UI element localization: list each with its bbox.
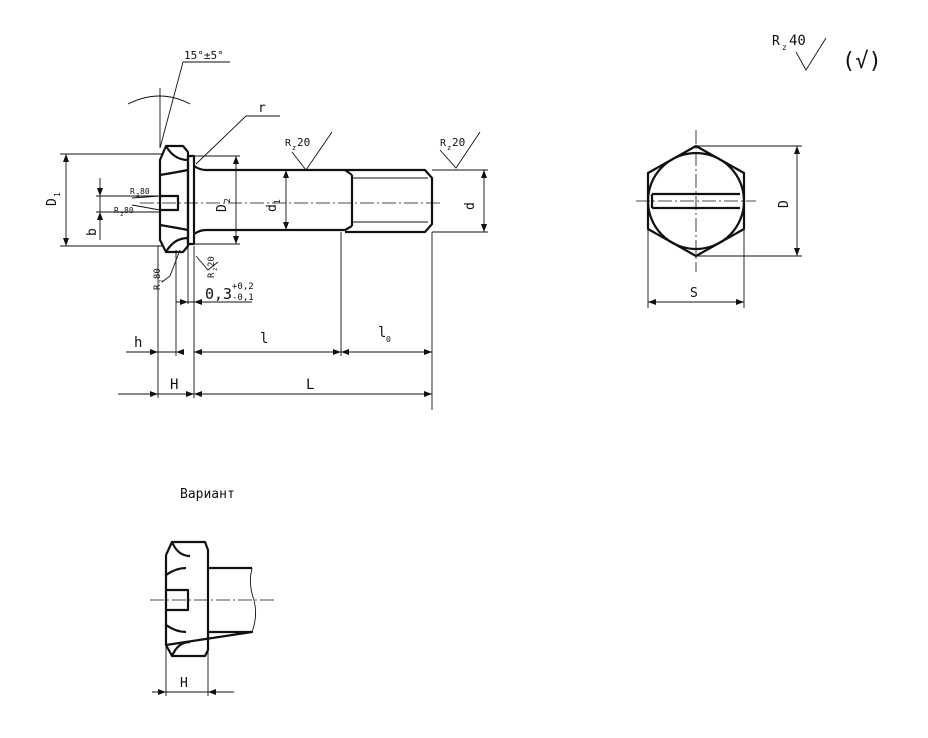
dim-d1: d 1 — [265, 170, 289, 230]
d1-sub: 1 — [273, 199, 282, 204]
shank-bottom — [193, 225, 353, 235]
D1-sub: 1 — [53, 192, 62, 197]
d1-label: d — [265, 204, 280, 212]
rz20-shank: R z 20 — [285, 131, 333, 171]
tol-plus: +0,2 — [232, 282, 254, 292]
rz20-shank-r: R — [285, 138, 292, 149]
roughness-other: (√) — [842, 49, 882, 74]
roughness-main-check-icon — [795, 37, 827, 71]
rz80a-val: 80 — [140, 187, 150, 196]
r-label: r — [258, 101, 266, 116]
L-label: L — [306, 377, 314, 393]
rz80b-leader — [131, 204, 161, 211]
rz20-shank-sub: z — [292, 144, 296, 152]
dim-D1: D 1 — [45, 153, 162, 247]
head-arc-3 — [165, 145, 189, 162]
rz80b-r: R — [114, 206, 119, 215]
dim-H-L: H L — [118, 377, 432, 397]
l0-label: l — [378, 325, 386, 341]
roughness-symbol-main: R z 40 — [772, 33, 827, 71]
rz-bottom: R z 80 R z 20 — [153, 249, 219, 290]
D2-sub: 2 — [223, 198, 232, 203]
rz20-thread-sub: z — [447, 144, 451, 152]
variant-slot — [166, 588, 190, 612]
rz20-shank-val: 20 — [297, 136, 310, 149]
head-arc-2 — [159, 223, 189, 232]
angle-leader — [159, 61, 184, 149]
rz80c-check-icon — [161, 249, 181, 283]
roughness-main-sub: z — [782, 43, 787, 52]
rz80a-sub: z — [136, 192, 140, 199]
dim-l: l l 0 — [194, 325, 432, 355]
bolt-head — [158, 144, 190, 254]
variant-view: Вариант H — [150, 487, 276, 696]
rz20-thread-check-icon — [439, 131, 481, 169]
D1-label: D — [45, 198, 60, 206]
dim-b: b — [85, 178, 160, 240]
D2-label: D — [215, 204, 230, 212]
H-label: H — [170, 377, 178, 393]
r-leader — [195, 115, 247, 165]
thread-outline — [345, 168, 434, 234]
rz20-thread-r: R — [440, 138, 447, 149]
dim-h: h — [126, 335, 184, 355]
d-label: d — [463, 202, 478, 210]
D-label: D — [777, 200, 792, 208]
bolt-side-view — [140, 144, 440, 254]
rz20-thread-val: 20 — [452, 136, 465, 149]
roughness-main-r: R — [772, 34, 780, 49]
head-slot — [160, 194, 180, 212]
tol-base: 0,3 — [205, 285, 232, 303]
angle-annotation: 15°±5° — [127, 49, 230, 149]
h-label: h — [134, 335, 142, 351]
S-label: S — [690, 286, 698, 301]
rz20b-check-icon — [195, 255, 219, 271]
rz80a-r: R — [130, 187, 135, 196]
angle-label: 15°±5° — [184, 49, 224, 62]
head-arc-4 — [165, 236, 189, 253]
variant-title: Вариант — [180, 487, 235, 502]
dim-D2: D 2 — [194, 155, 240, 245]
rz80c-sub: z — [158, 279, 165, 283]
shank-top — [193, 165, 353, 176]
rz20b-val: 20 — [207, 256, 217, 267]
angle-arc — [127, 95, 191, 105]
dim-d: d — [432, 169, 488, 233]
bolt-collar — [186, 154, 196, 246]
rz20-thread: R z 20 — [439, 131, 481, 169]
collar-tolerance: 0,3 +0,2 -0,1 — [176, 246, 254, 305]
variant-H-label: H — [180, 676, 188, 691]
bolt-end-view: D S — [636, 130, 802, 308]
tol-minus: -0,1 — [232, 293, 254, 303]
b-label: b — [85, 228, 100, 236]
l0-sub: 0 — [386, 335, 391, 344]
rz80b-sub: z — [120, 211, 124, 218]
head-arc-1 — [159, 168, 189, 177]
l-label: l — [260, 331, 268, 347]
roughness-main-value: 40 — [789, 33, 806, 49]
radius-annotation: r — [195, 101, 280, 165]
rz20b-sub: z — [212, 267, 219, 271]
rz80-slot: R z 80 R z 80 — [114, 187, 161, 218]
rz20b-r: R — [207, 272, 217, 278]
rz80b-val: 80 — [124, 206, 134, 215]
variant-break — [249, 567, 257, 633]
rz20-shank-check-icon — [291, 131, 333, 171]
